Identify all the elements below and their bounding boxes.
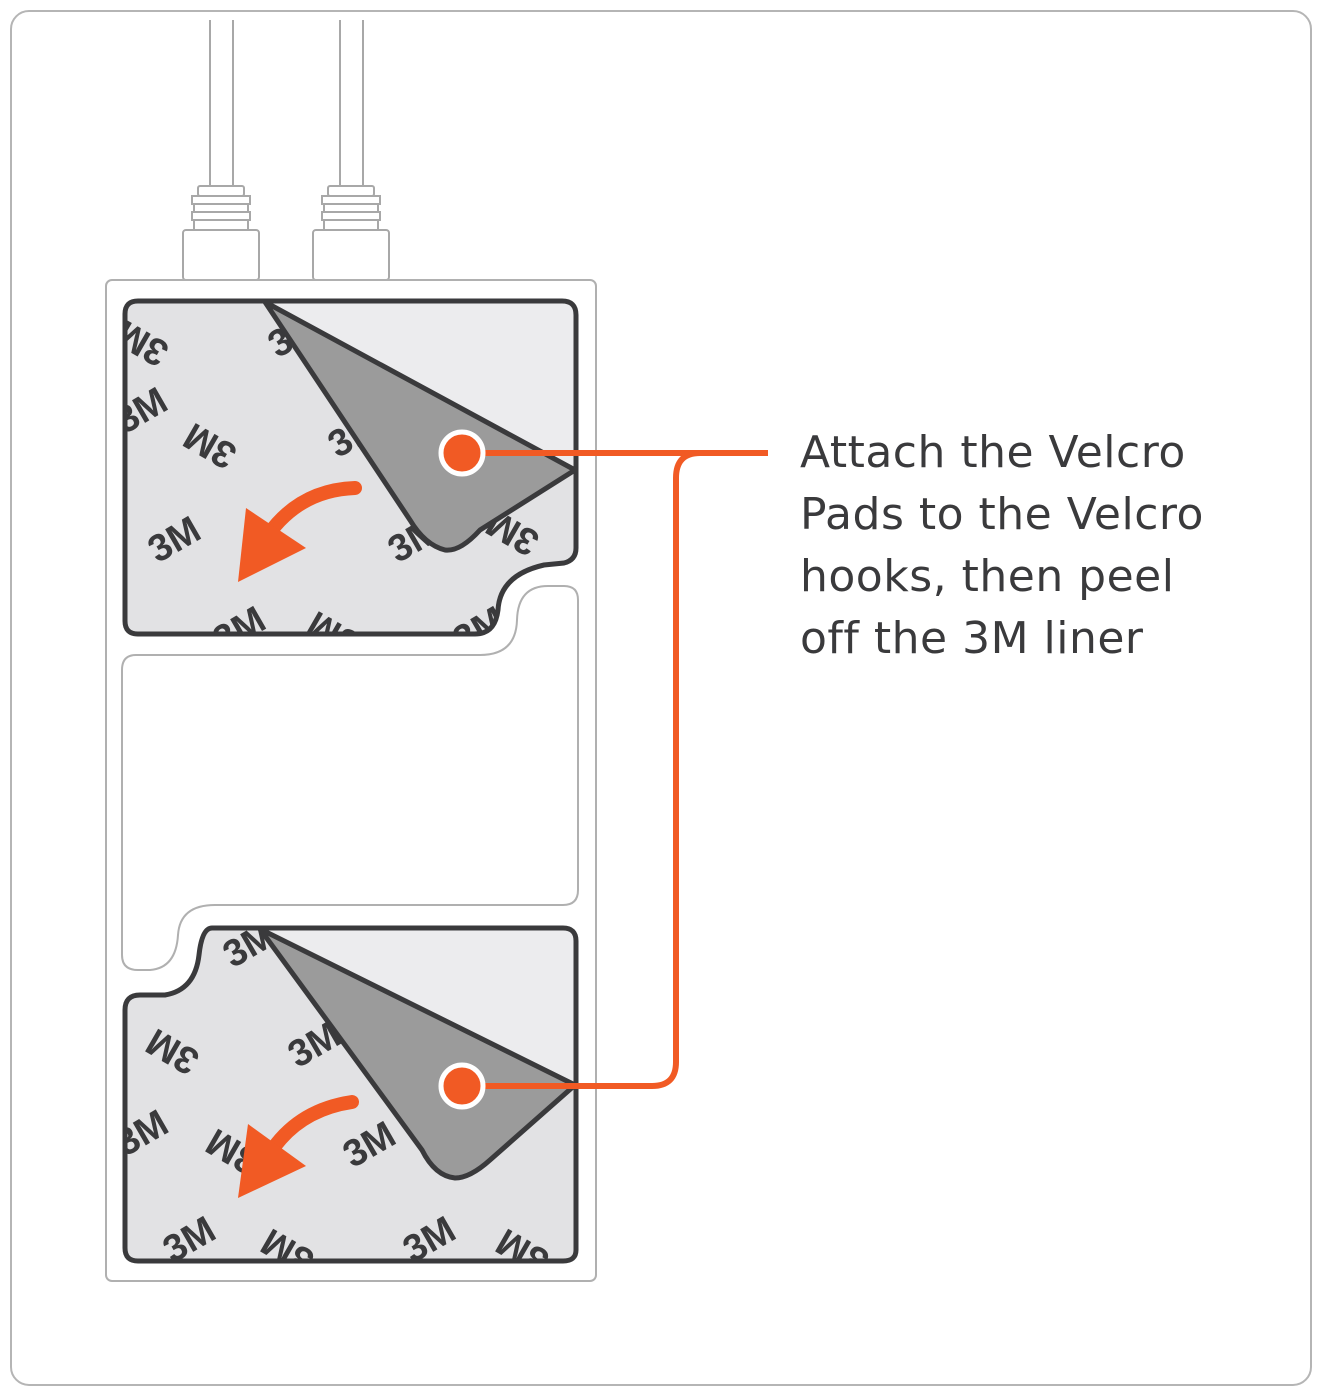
connector-right — [312, 185, 390, 281]
peel-arrow-icon — [238, 481, 362, 582]
instruction-line: hooks, then peel — [800, 551, 1175, 602]
peeled-flap-top — [262, 299, 578, 553]
velcro-pad-bottom: 3M 3M 3M 3M 3M 3M 3M 3M 3M 3M — [122, 925, 579, 1264]
instruction-line: Pads to the Velcro — [800, 489, 1204, 540]
connector-left — [182, 185, 260, 281]
callout-dot-top — [438, 429, 486, 477]
peel-arrow-icon — [238, 1095, 359, 1198]
instruction-line: Attach the Velcro — [800, 427, 1186, 478]
cable-right — [339, 20, 364, 188]
callout-line — [462, 450, 768, 1089]
cable-left — [209, 20, 234, 188]
instruction-line: off the 3M liner — [800, 613, 1144, 664]
device-recess — [121, 585, 579, 971]
peeled-flap-bottom — [257, 926, 578, 1181]
velcro-pad-top: 3M 3M 3M 3M 3M 3M 3M 3M 3M 3M 3M — [122, 298, 579, 637]
instruction-text: Attach the Velcro Pads to the Velcro hoo… — [800, 422, 1280, 670]
callout-dot-bottom — [438, 1062, 486, 1110]
